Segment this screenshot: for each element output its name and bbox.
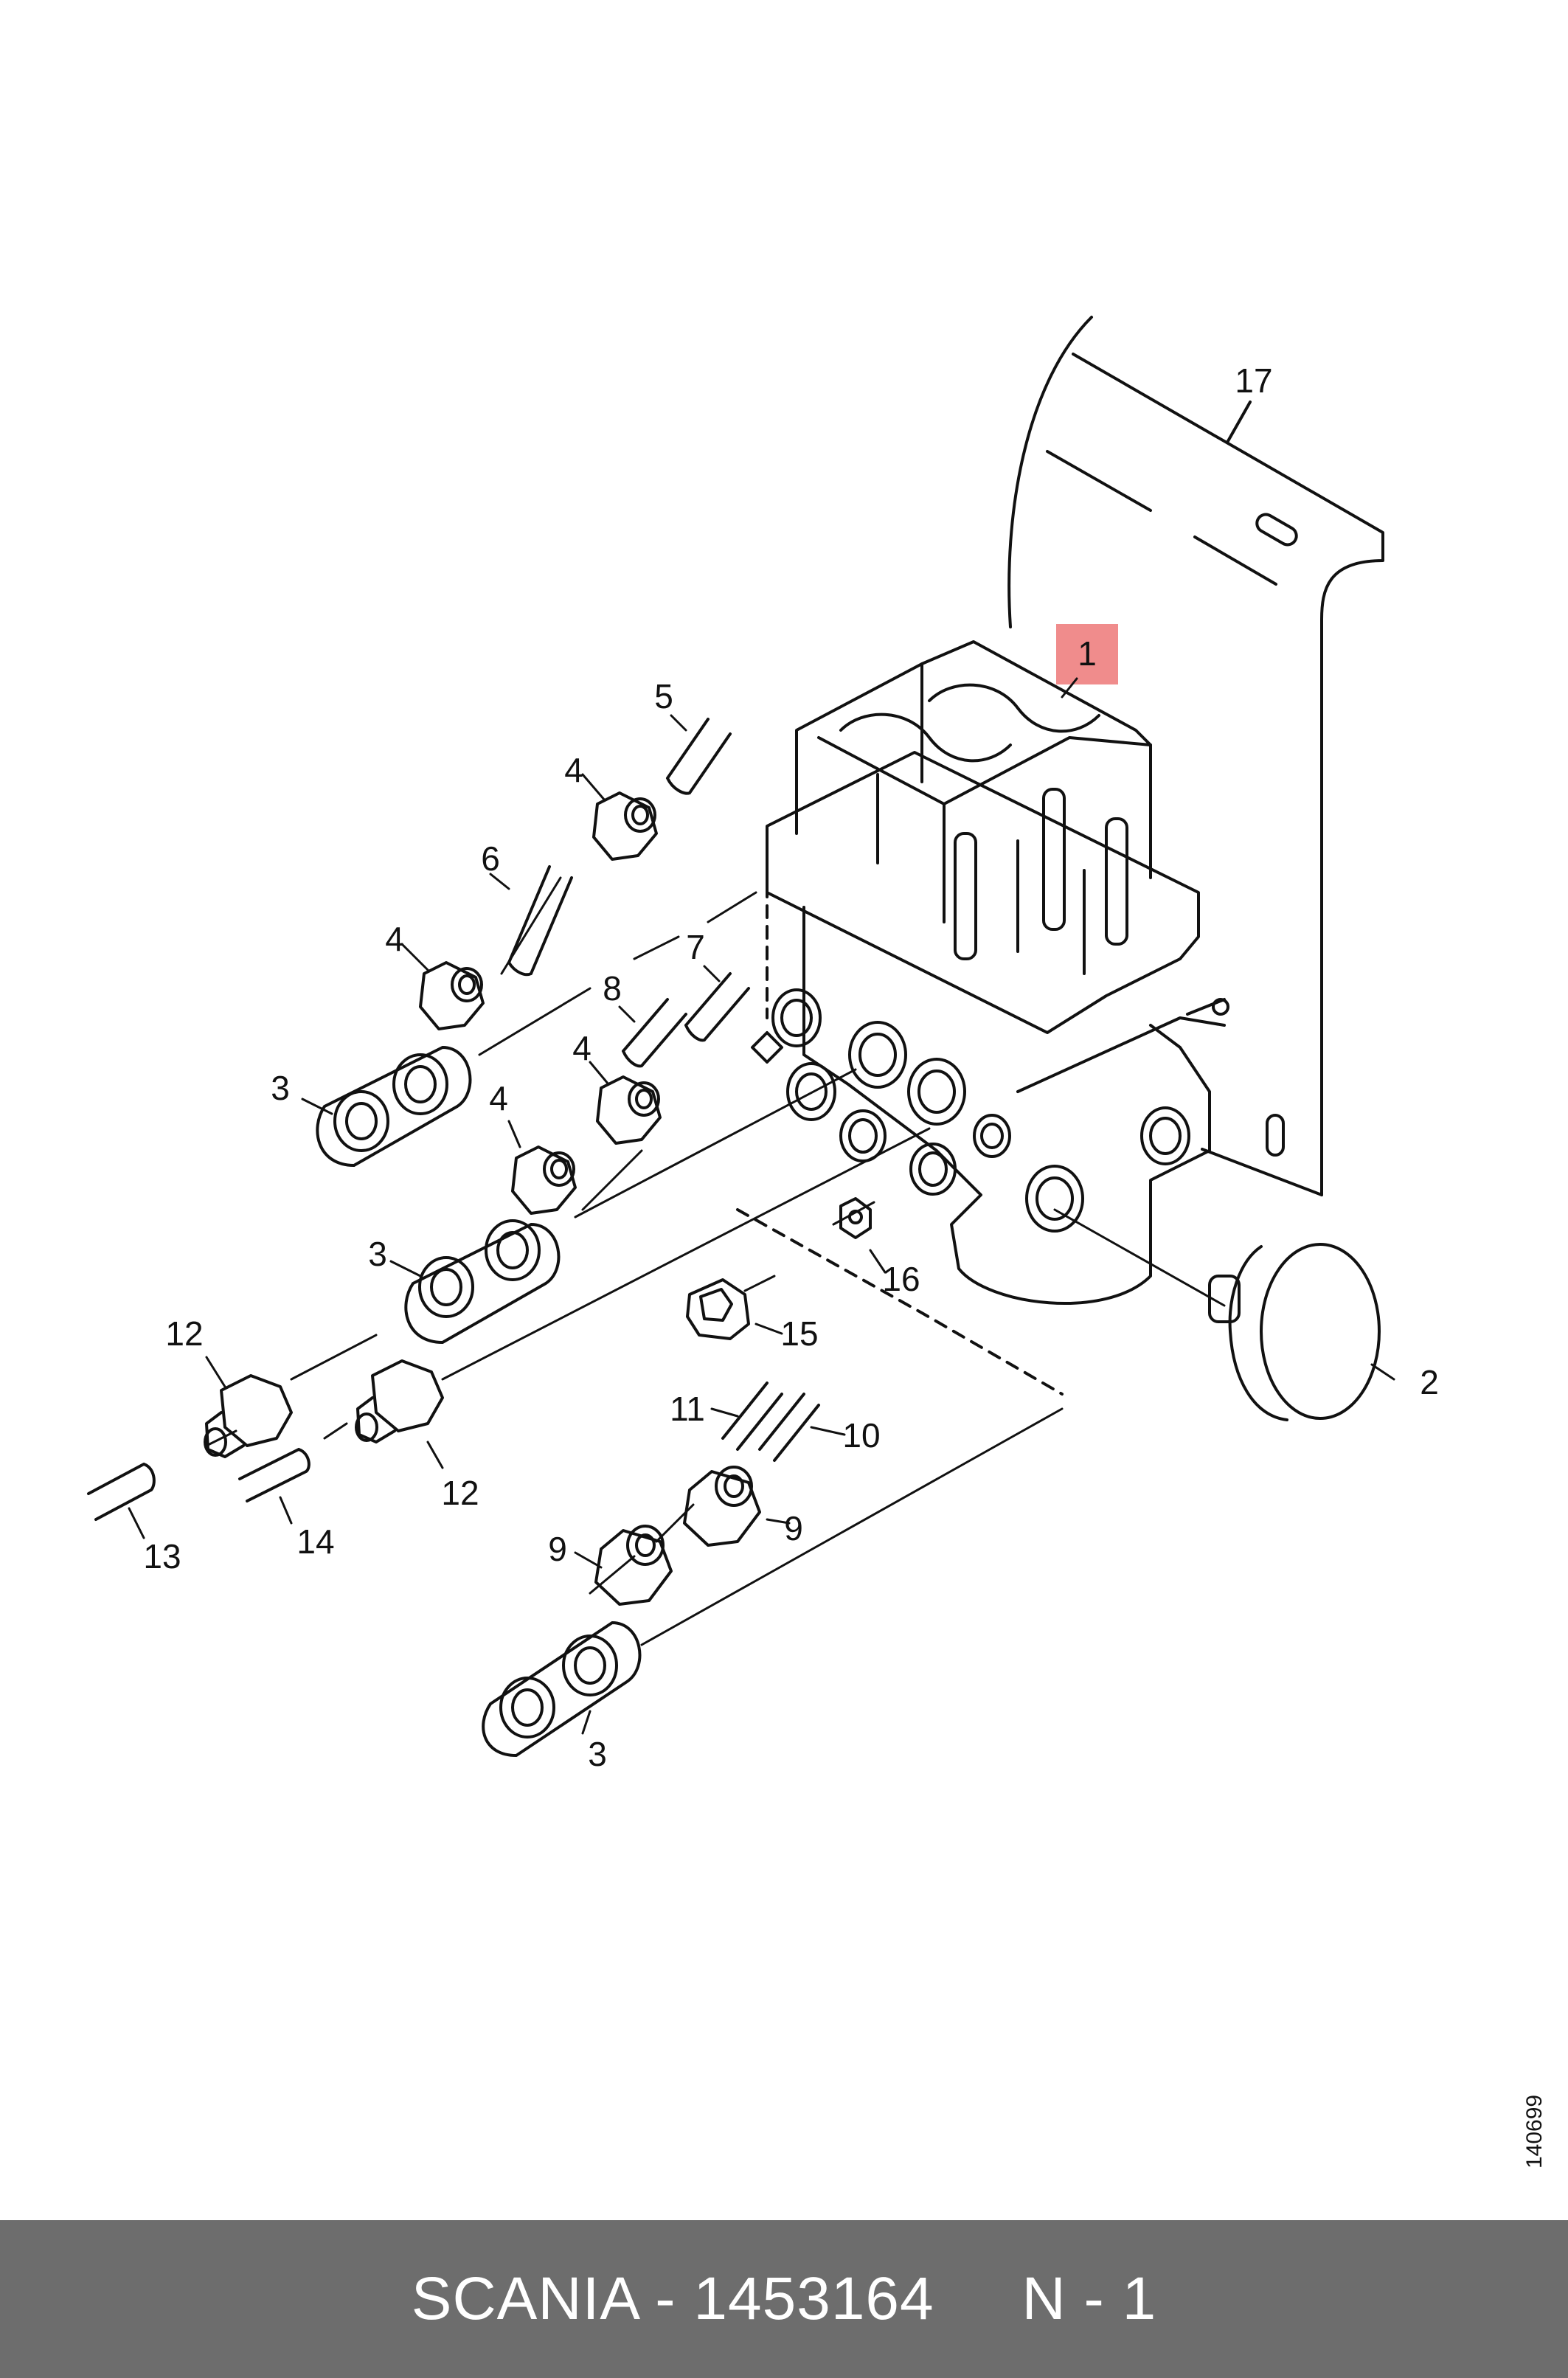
callout-7: 7 (686, 928, 705, 966)
part-number-label: SCANIA - 1453164 N - 1 (411, 2265, 1157, 2332)
fitting-12a (204, 1374, 293, 1458)
callout-14: 14 (296, 1522, 335, 1561)
double-fitting-3b (404, 1219, 561, 1344)
callout-3b: 3 (368, 1235, 387, 1273)
tube-14 (238, 1448, 311, 1502)
part-1-highlight (1056, 624, 1118, 684)
tube-13 (87, 1463, 156, 1521)
callout-13: 13 (143, 1537, 181, 1575)
callout-10: 10 (842, 1416, 881, 1455)
callout-9b: 9 (784, 1509, 803, 1547)
connector-4c (596, 1075, 662, 1145)
callout-6: 6 (481, 839, 500, 878)
tube-7 (684, 972, 750, 1042)
callout-12b: 12 (441, 1474, 479, 1512)
connector-9b (683, 1466, 761, 1547)
guide-lines (205, 876, 1226, 1646)
mounting-bracket-17 (1007, 316, 1384, 1196)
callout-16: 16 (882, 1260, 920, 1298)
tube-10 (758, 1393, 820, 1462)
callout-15: 15 (780, 1314, 819, 1353)
connector-9a (594, 1525, 673, 1606)
connector-4b (419, 961, 485, 1030)
callout-17: 17 (1235, 361, 1273, 400)
tube-8 (622, 998, 687, 1068)
silencer-2 (1208, 1243, 1381, 1421)
callout-1: 1 (1078, 634, 1097, 673)
footer-bar: SCANIA - 1453164 N - 1 (0, 2220, 1568, 2378)
callout-9a: 9 (548, 1530, 567, 1568)
connector-4a (592, 791, 658, 861)
callout-3c: 3 (588, 1735, 607, 1773)
callout-4a: 4 (564, 751, 583, 789)
plug-15 (686, 1278, 750, 1340)
double-fitting-3c (482, 1621, 642, 1757)
valve-assembly-1 (751, 640, 1229, 1305)
callout-leaders (128, 677, 1395, 1735)
callout-5: 5 (654, 677, 673, 715)
fitting-12b (355, 1359, 444, 1443)
callout-4b: 4 (385, 920, 404, 958)
callout-4c: 4 (572, 1029, 592, 1067)
callout-12a: 12 (165, 1314, 204, 1353)
callout-4d: 4 (489, 1079, 508, 1117)
tube-5 (666, 718, 732, 795)
connector-4d (511, 1145, 577, 1215)
callout-8: 8 (603, 969, 622, 1008)
exploded-parts-diagram (87, 316, 1395, 1757)
double-fitting-3a (316, 1046, 472, 1167)
callout-2: 2 (1420, 1363, 1439, 1401)
callout-3a: 3 (271, 1069, 290, 1107)
dashed-guide-lines (736, 884, 1064, 1396)
tube-6 (507, 865, 573, 977)
nut-16 (839, 1197, 872, 1239)
callout-11: 11 (670, 1390, 705, 1428)
tube-11 (721, 1382, 783, 1451)
drawing-number: 140699 (1522, 2094, 1547, 2169)
